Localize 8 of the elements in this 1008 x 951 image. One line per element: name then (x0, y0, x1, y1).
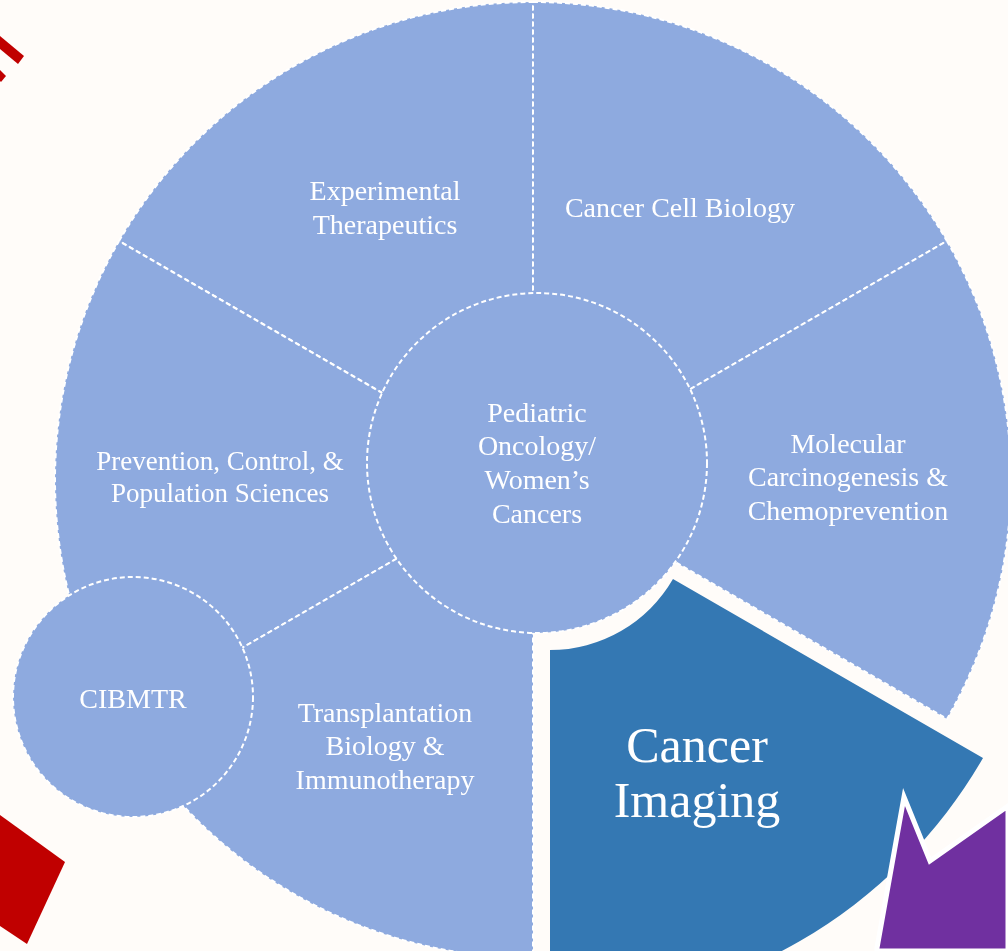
segment-label: Transplantation Biology & Immunotherapy (294, 695, 476, 797)
segment-label: Cancer Imaging (612, 718, 782, 828)
segment-label: Molecular Carcinogenesis & Chemoprevention (746, 426, 950, 528)
segment-label: Cancer Cell Biology (564, 191, 796, 225)
segment-label: Pediatric Oncology/ Women’s Cancers (476, 395, 598, 531)
segment-label: CIBMTR (79, 682, 187, 716)
segment-label: Experimental Therapeutics (308, 174, 462, 242)
segment-label: Prevention, Control, & Population Sciences (95, 444, 345, 510)
